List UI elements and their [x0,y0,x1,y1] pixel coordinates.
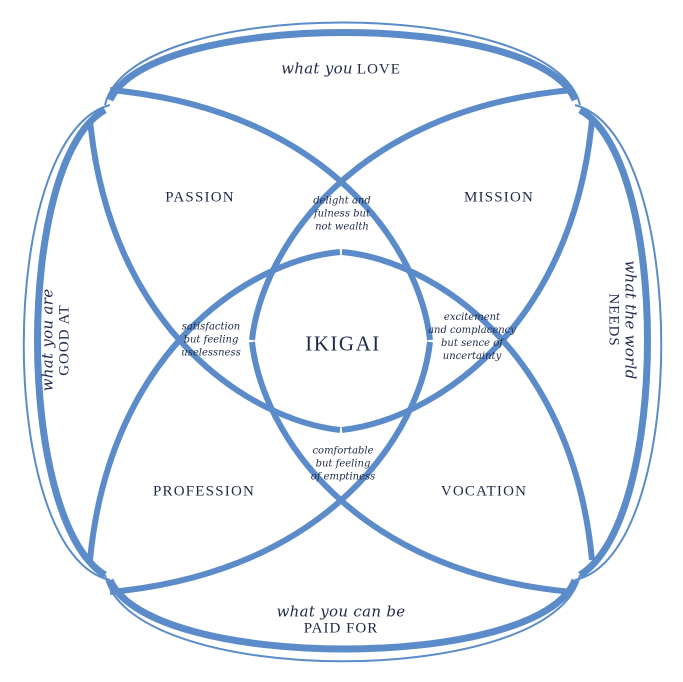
caption-bottom: comfortable but feeling of emptiness [311,445,376,484]
caption-right: excitement and complacency but sence of … [428,311,516,363]
arc-good-right-b [109,341,433,595]
label-good: what you are GOOD AT [39,289,74,392]
region-passion: PASSION [165,189,235,206]
label-needs-line1: what the world [621,260,640,380]
circle-good-outline [22,104,111,581]
arc-love-lower-r [341,119,595,433]
circle-love-outline [104,21,581,106]
caption-right-line: but sence of [441,338,503,349]
caption-right-line: excitement [443,312,501,323]
label-needs: what the world NEEDS [605,260,640,379]
caption-left-line: but feeling [183,334,239,346]
circle-needs [578,106,651,578]
circle-good [34,106,107,578]
circle-paid [106,578,579,653]
region-mission: MISSION [463,189,535,206]
label-paid-line1: what you can be [276,602,406,621]
label-needs-line2: NEEDS [605,293,622,347]
caption-left-line: satisfaction [181,321,241,333]
circle-needs-outline [574,104,663,581]
label-paid-line2: PAID FOR [303,620,379,637]
arc-needs-left [249,87,573,341]
caption-top-line: not wealth [315,221,369,233]
circle-love [106,29,579,102]
label-love: what you LOVE [281,60,401,79]
label-good-line1: what you are [38,288,57,392]
arc-paid-upper [87,249,341,561]
caption-top-line: delight and [313,195,371,207]
caption-bottom-line: of emptiness [310,471,376,483]
label-love-line1: what you [281,59,353,78]
region-profession: PROFESSION [152,483,256,500]
caption-top-line: fulness but [313,208,370,220]
arc-needs-left-b [249,341,573,595]
center-ikigai: IKIGAI [305,331,381,356]
caption-right-line: and complacency [428,325,516,336]
caption-bottom-line: but feeling [315,458,371,470]
label-love-line2: LOVE [356,61,401,78]
label-good-line2: GOOD AT [56,304,73,376]
caption-left-line: uselessness [181,347,241,359]
arc-love-lower [87,119,341,433]
arc-paid-upper-r [341,249,595,561]
caption-right-line: uncertainty [442,351,502,362]
label-paid: what you can be PAID FOR [277,603,406,638]
caption-top: delight and fulness but not wealth [313,195,371,234]
caption-left: satisfaction but feeling uselessness [181,321,241,360]
caption-bottom-line: comfortable [312,445,374,457]
region-vocation: VOCATION [440,483,528,500]
arc-good-right [109,87,433,341]
circle-paid-outline [104,574,581,663]
